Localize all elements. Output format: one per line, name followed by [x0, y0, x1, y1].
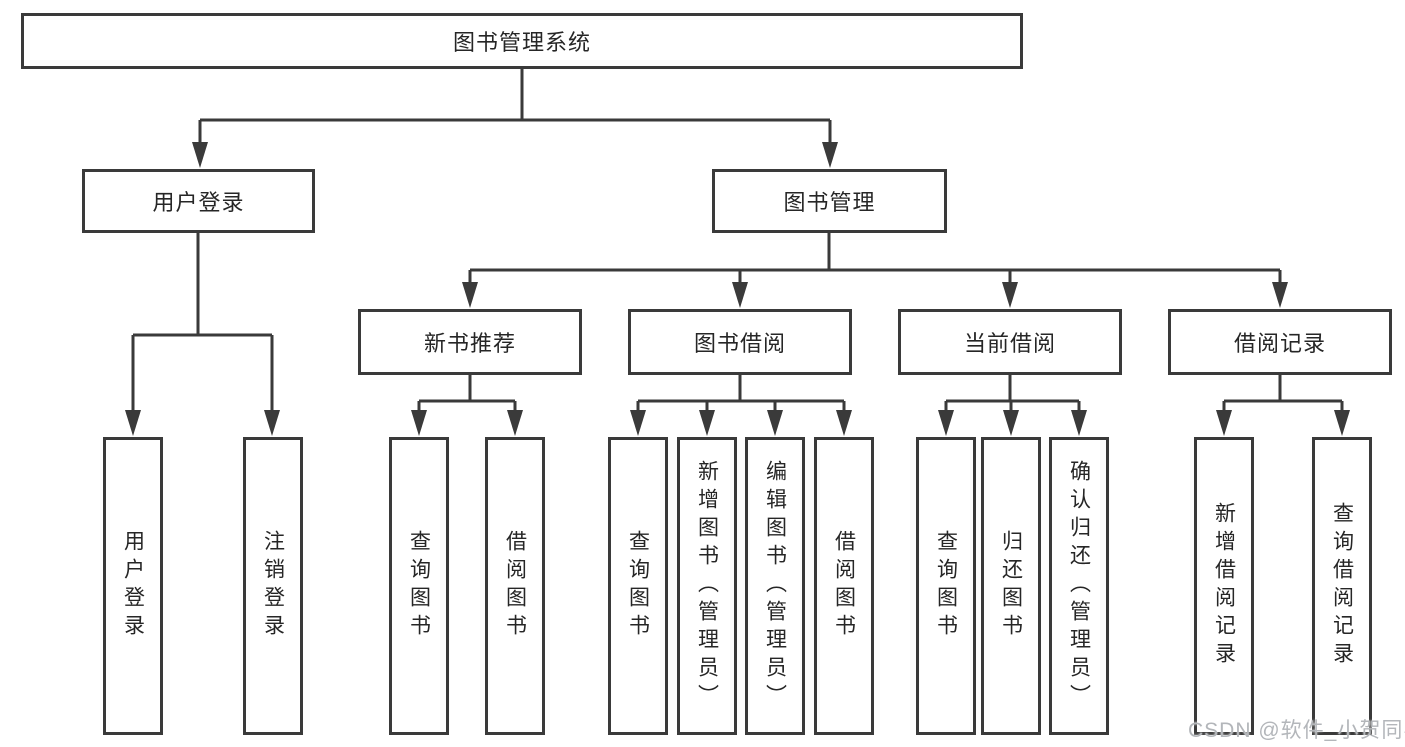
leaf-add-borrow-record: 新增借阅记录 [1194, 437, 1254, 735]
leaf-user-login-label: 用户登录 [121, 530, 145, 642]
leaf-return-book-label: 归还图书 [999, 530, 1023, 642]
leaf-rec-borrow-book-label: 借阅图书 [503, 530, 527, 642]
leaf-query-borrow-record-label: 查询借阅记录 [1330, 502, 1354, 670]
leaf-add-book-admin: 新增图书（管理员） [677, 437, 737, 735]
arrowheads [125, 142, 1350, 436]
leaf-edit-book-admin: 编辑图书（管理员） [745, 437, 805, 735]
node-new-book-recommend: 新书推荐 [358, 309, 582, 375]
leaf-user-login: 用户登录 [103, 437, 163, 735]
leaf-confirm-return-admin-label: 确认归还（管理员） [1067, 460, 1091, 712]
node-book-borrow: 图书借阅 [628, 309, 852, 375]
node-book-management-branch-label: 图书管理 [783, 190, 876, 215]
leaf-current-query-book: 查询图书 [916, 437, 976, 735]
leaf-return-book: 归还图书 [981, 437, 1041, 735]
leaf-edit-book-admin-label: 编辑图书（管理员） [763, 460, 787, 712]
leaf-borrow-query-book-label: 查询图书 [626, 530, 650, 642]
node-user-login-branch: 用户登录 [82, 169, 315, 233]
leaf-logout-label: 注销登录 [261, 530, 285, 642]
node-current-borrow-label: 当前借阅 [963, 331, 1056, 356]
node-book-borrow-label: 图书借阅 [693, 331, 786, 356]
leaf-current-query-book-label: 查询图书 [934, 530, 958, 642]
node-user-login-branch-label: 用户登录 [152, 190, 245, 215]
node-new-book-recommend-label: 新书推荐 [423, 331, 516, 356]
leaf-query-borrow-record: 查询借阅记录 [1312, 437, 1372, 735]
leaf-add-book-admin-label: 新增图书（管理员） [695, 460, 719, 712]
node-borrow-record: 借阅记录 [1168, 309, 1392, 375]
leaf-rec-query-book-label: 查询图书 [407, 530, 431, 642]
leaf-confirm-return-admin: 确认归还（管理员） [1049, 437, 1109, 735]
leaf-borrow-book-label: 借阅图书 [832, 530, 856, 642]
node-current-borrow: 当前借阅 [898, 309, 1122, 375]
leaf-logout: 注销登录 [243, 437, 303, 735]
leaf-borrow-book: 借阅图书 [814, 437, 874, 735]
node-root-label: 图书管理系统 [452, 30, 591, 55]
node-root: 图书管理系统 [21, 13, 1023, 69]
csdn-watermark: CSDN @软件_小贺同学 [1188, 719, 1405, 742]
node-book-management-branch: 图书管理 [712, 169, 947, 233]
leaf-add-borrow-record-label: 新增借阅记录 [1212, 502, 1236, 670]
leaf-rec-query-book: 查询图书 [389, 437, 449, 735]
node-borrow-record-label: 借阅记录 [1233, 331, 1326, 356]
leaf-borrow-query-book: 查询图书 [608, 437, 668, 735]
leaf-rec-borrow-book: 借阅图书 [485, 437, 545, 735]
